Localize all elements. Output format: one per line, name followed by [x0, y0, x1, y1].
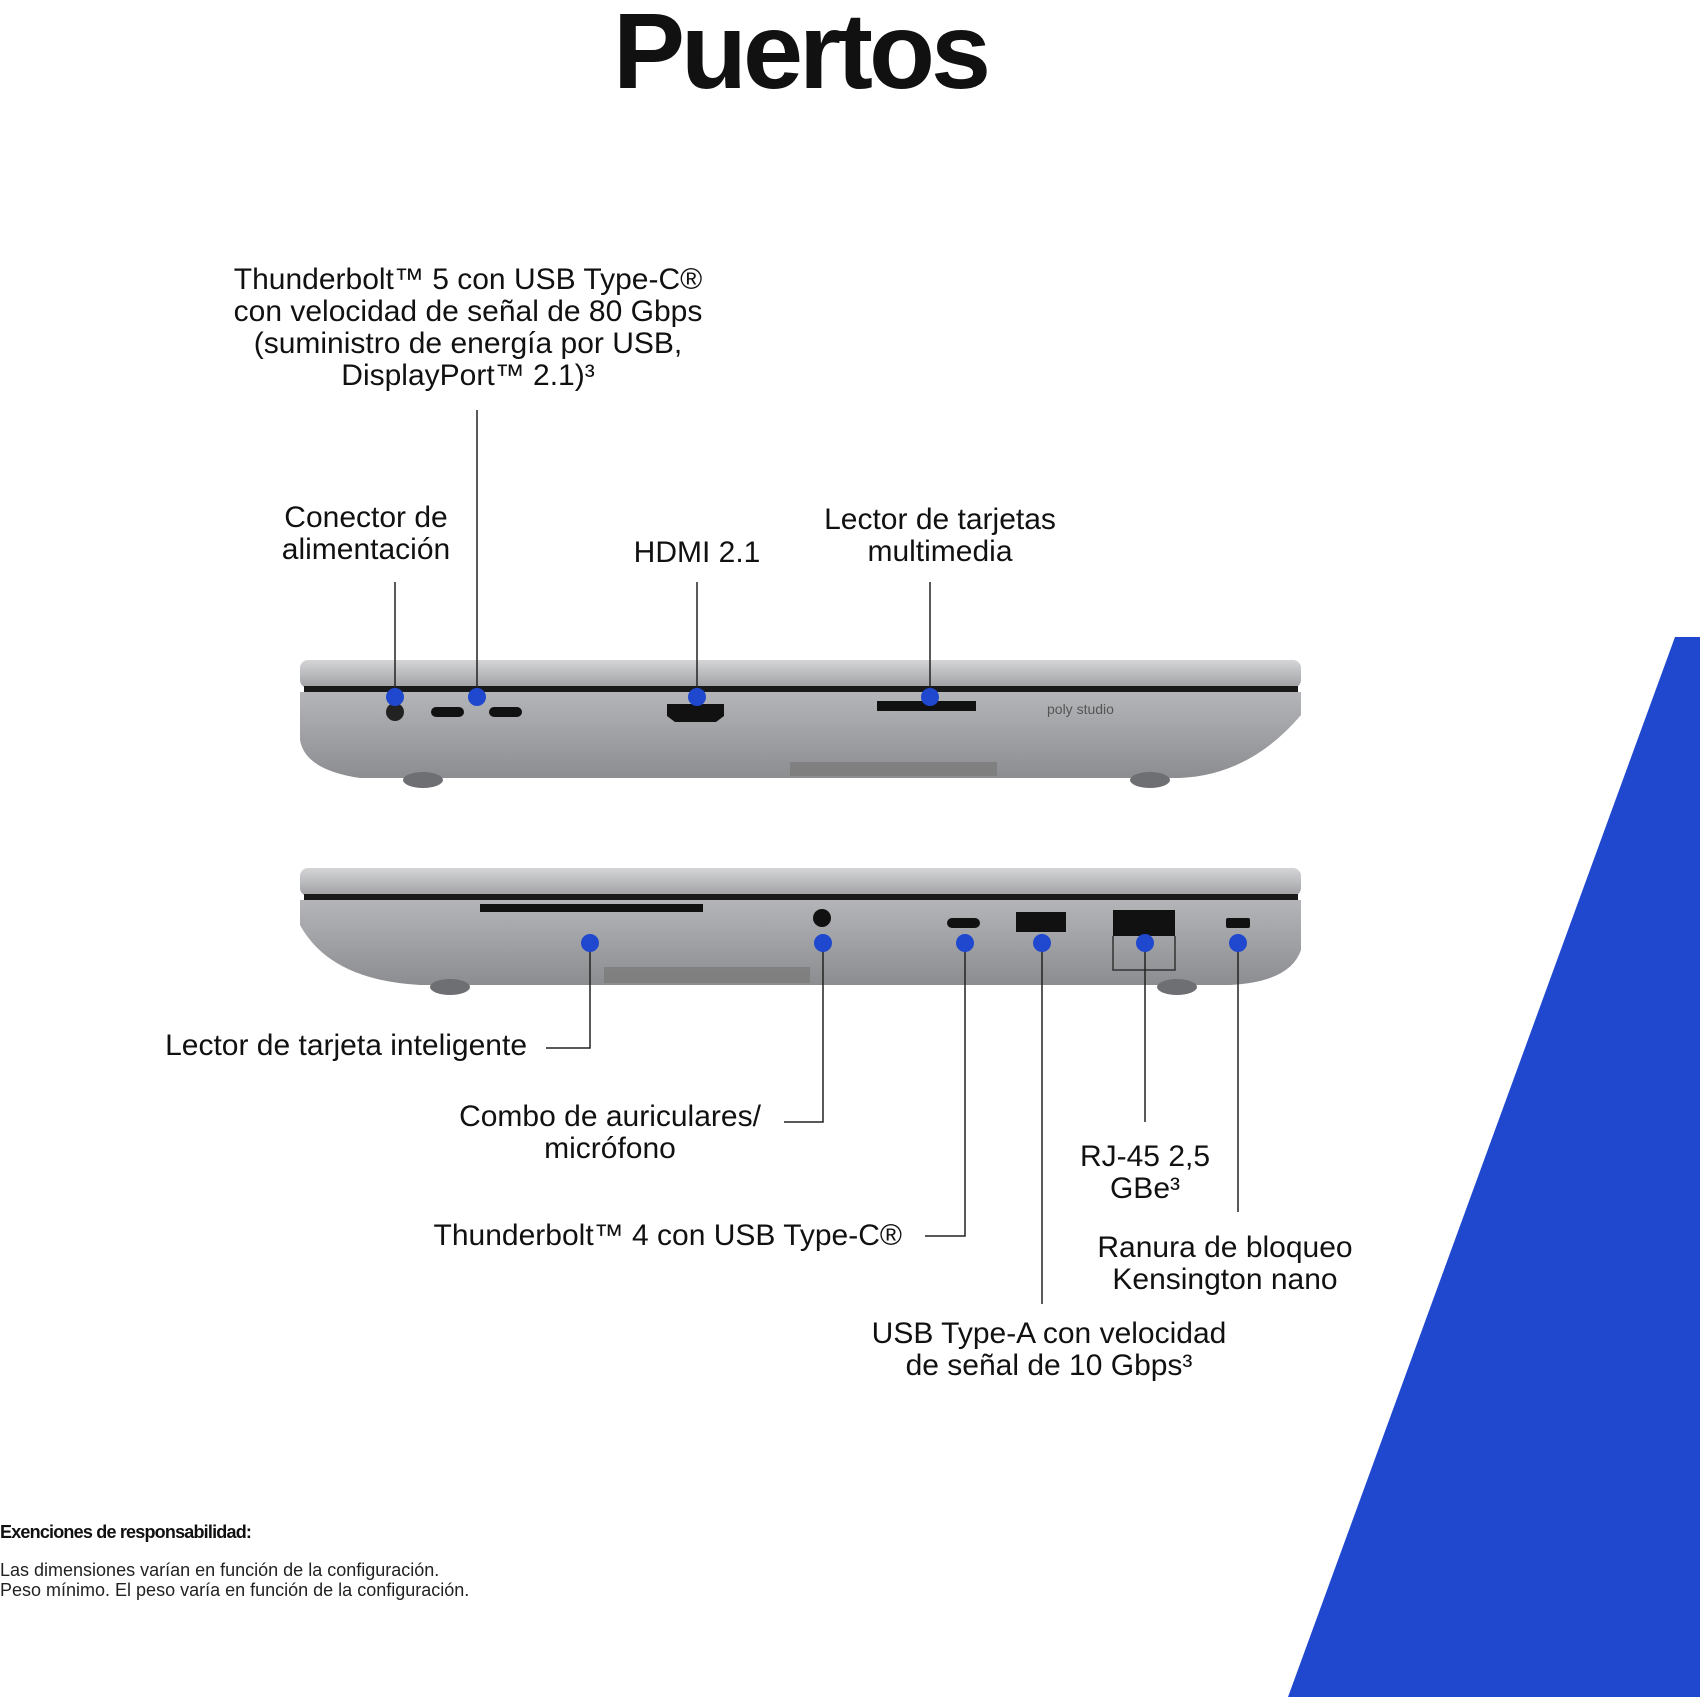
laptop-right-side — [300, 868, 1301, 995]
disclaimer-line: Las dimensiones varían en función de la … — [0, 1560, 440, 1580]
label-thunderbolt5: Thunderbolt™ 5 con USB Type-C® con veloc… — [234, 264, 703, 392]
label-power: Conector de alimentación — [282, 502, 450, 566]
label-line: Ranura de bloqueo — [1097, 1231, 1353, 1264]
label-line: Conector de — [284, 501, 448, 534]
power-port — [386, 703, 404, 721]
laptop-left-side: poly studio — [300, 660, 1301, 788]
thunderbolt5-port-1 — [431, 707, 464, 717]
label-line: Combo de auriculares/ — [459, 1100, 761, 1133]
label-line: (suministro de energía por USB, — [253, 327, 683, 360]
label-line: Lector de tarjetas — [824, 503, 1056, 536]
page-title: Puertos — [612, 0, 991, 111]
label-thunderbolt4: Thunderbolt™ 4 con USB Type-C® — [434, 1220, 902, 1252]
label-line: Lector de tarjeta inteligente — [165, 1029, 527, 1062]
label-line: Kensington nano — [1112, 1263, 1338, 1296]
label-smart-card: Lector de tarjeta inteligente — [165, 1030, 527, 1062]
media-card-slot — [877, 701, 976, 711]
label-kensington: Ranura de bloqueo Kensington nano — [1097, 1232, 1352, 1296]
label-line: HDMI 2.1 — [633, 536, 761, 569]
accent-shape — [1288, 637, 1700, 1697]
label-line: DisplayPort™ 2.1)³ — [341, 359, 595, 392]
label-line: de señal de 10 Gbps³ — [905, 1349, 1193, 1382]
label-line: Thunderbolt™ 5 con USB Type-C® — [233, 263, 703, 296]
label-media-reader: Lector de tarjetas multimedia — [824, 504, 1056, 568]
label-usb-a: USB Type-A con velocidad de señal de 10 … — [872, 1318, 1227, 1382]
brand-text: poly studio — [1047, 701, 1114, 717]
label-line: RJ-45 2,5 — [1079, 1140, 1211, 1173]
disclaimer-text: Las dimensiones varían en función de la … — [0, 1560, 469, 1600]
leader-lines — [394, 410, 1239, 1304]
label-line: Thunderbolt™ 4 con USB Type-C® — [433, 1219, 902, 1252]
label-line: multimedia — [867, 535, 1013, 568]
disclaimer-title: Exenciones de responsabilidad: — [0, 1522, 252, 1542]
label-rj45: RJ-45 2,5 GBe³ — [1080, 1141, 1210, 1205]
label-audio: Combo de auriculares/ micrófono — [459, 1101, 761, 1165]
port-markers — [386, 688, 1247, 952]
disclaimer-line: Peso mínimo. El peso varía en función de… — [0, 1580, 470, 1600]
label-line: USB Type-A con velocidad — [871, 1317, 1227, 1350]
thunderbolt5-port-2 — [489, 707, 522, 717]
label-hdmi: HDMI 2.1 — [634, 537, 761, 569]
label-line: con velocidad de señal de 80 Gbps — [233, 295, 703, 328]
label-line: alimentación — [281, 533, 451, 566]
label-line: GBe³ — [1109, 1172, 1181, 1205]
label-line: micrófono — [544, 1132, 676, 1165]
